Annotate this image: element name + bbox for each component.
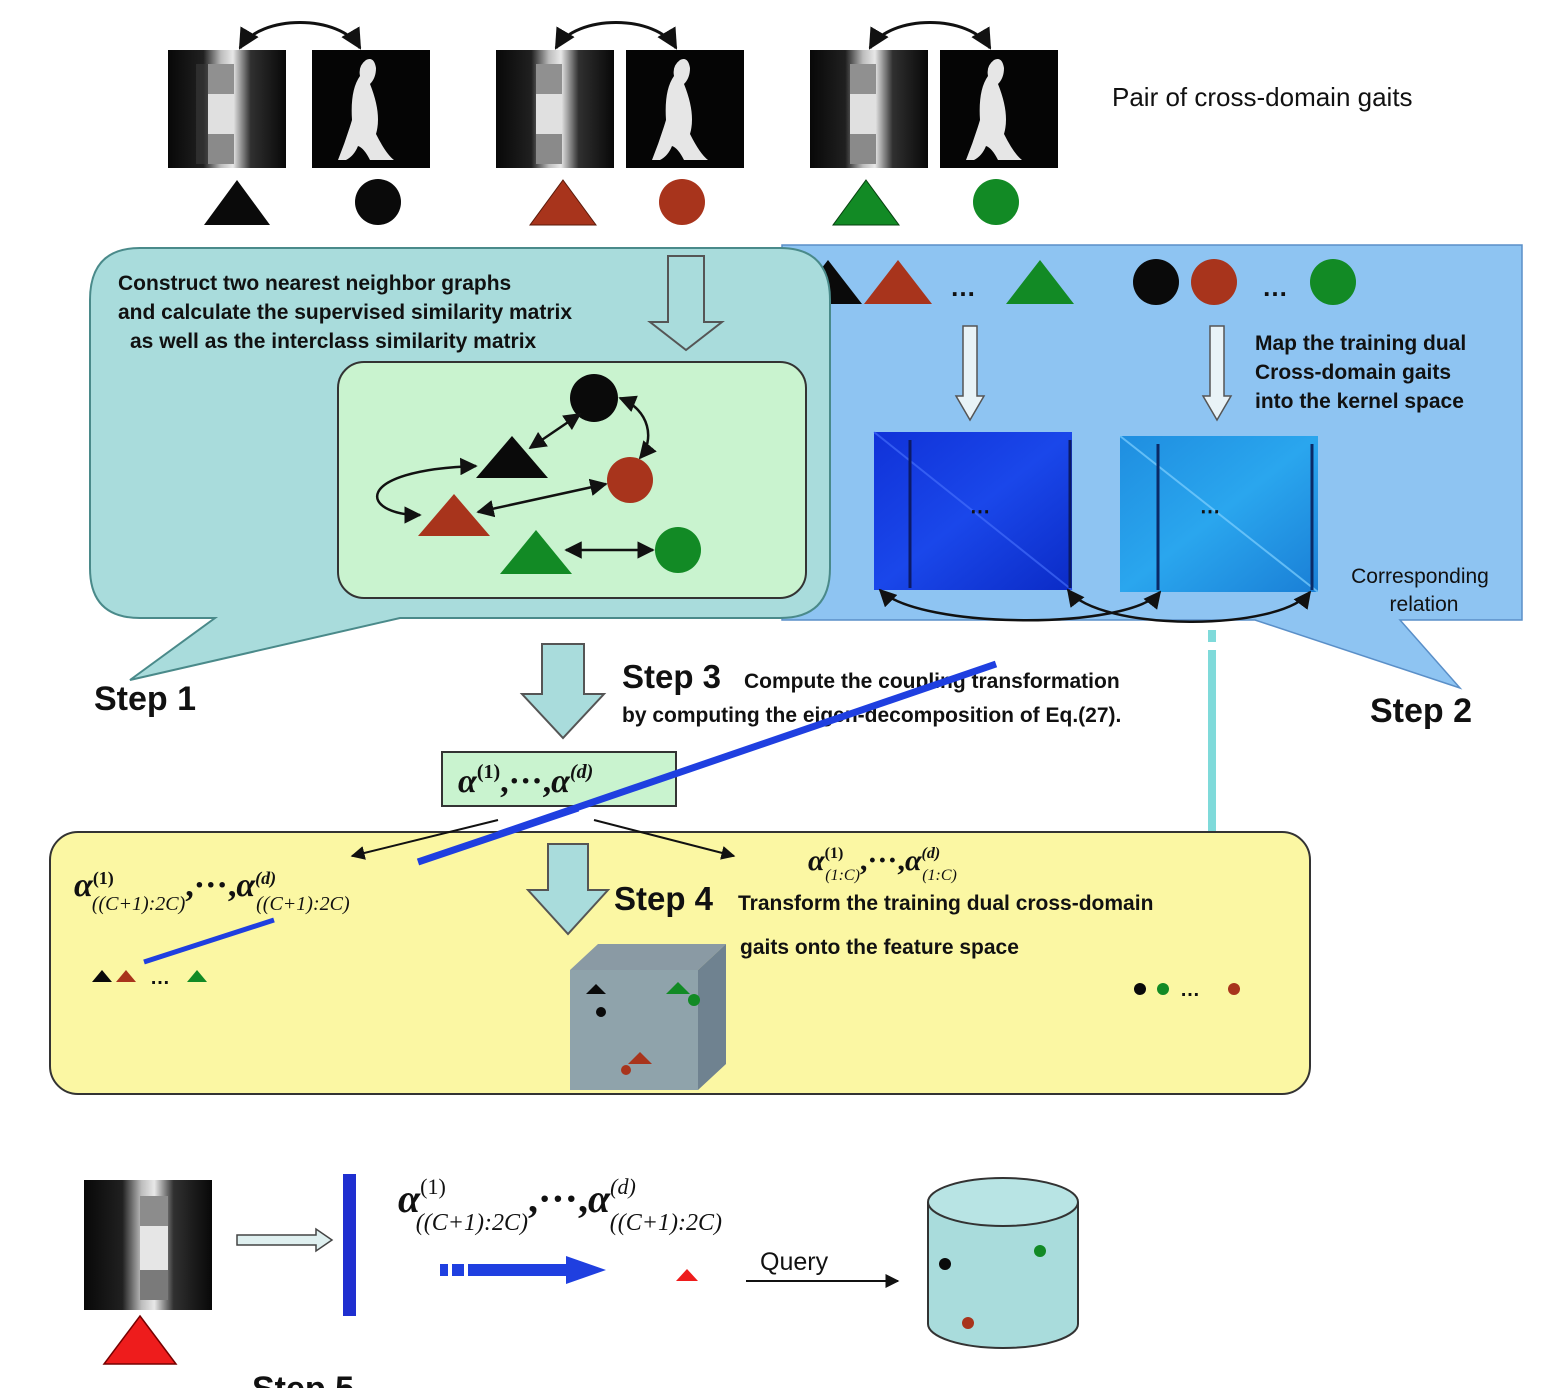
corresponding-label: relation <box>1390 593 1459 616</box>
black-triangle-icon <box>204 180 270 225</box>
alpha-set-formula: α(1),···,α(d) <box>458 761 593 800</box>
corresponding-label: Corresponding <box>1351 565 1489 588</box>
dots: ⋯ <box>1200 501 1220 523</box>
alpha-query-formula: α(1)((C+1):2C),···,α(d)((C+1):2C) <box>398 1174 722 1236</box>
split-arrow <box>593 819 736 860</box>
down-arrow-icon <box>525 843 611 936</box>
ellipsis: … <box>150 967 170 989</box>
down-arrow-icon <box>954 325 986 422</box>
green-triangle-node <box>500 530 572 574</box>
green-triangle-icon <box>187 970 207 982</box>
alpha-box <box>441 751 677 807</box>
gait-pairs-row: Pair of cross-domain gaits <box>168 21 1413 226</box>
feature-vector-bar <box>343 1174 356 1316</box>
gait-pair-1 <box>168 21 430 225</box>
green-triangle-icon <box>832 179 900 226</box>
step2-text-line: Cross-domain gaits <box>1255 361 1451 384</box>
green-circle-icon <box>1310 259 1356 305</box>
query-label: Query <box>760 1248 829 1276</box>
step2-panel: … … Map the training dual Cross-domain g… <box>781 244 1523 690</box>
step4-text-line: Transform the training dual cross-domain <box>738 892 1153 915</box>
brown-triangle-icon <box>529 179 597 226</box>
step1-panel: Construct two nearest neighbor graphs an… <box>89 247 831 681</box>
step2-label: Step 2 <box>1370 692 1472 730</box>
red-triangle-icon <box>102 1314 178 1365</box>
green-triangle-icon <box>1006 260 1074 304</box>
step3-label: Step 3 <box>622 658 721 695</box>
ellipsis: … <box>950 272 976 302</box>
green-circle-icon <box>1157 983 1169 995</box>
black-circle-icon <box>1133 259 1179 305</box>
ellipsis: … <box>1262 272 1288 302</box>
gait-pair-2 <box>496 21 744 226</box>
step2-text-line: into the kernel space <box>1255 390 1464 413</box>
step1-text-line: and calculate the supervised similarity … <box>118 301 572 324</box>
dashed-blue-arrow <box>440 1256 606 1284</box>
split-arrow <box>350 819 499 860</box>
step1-label: Step 1 <box>94 680 196 718</box>
black-triangle-icon <box>92 970 112 982</box>
step4-text-line: gaits onto the feature space <box>740 936 1019 959</box>
feature-space-cube <box>570 944 726 1090</box>
brown-circle-icon <box>1228 983 1240 995</box>
step3-text-line: by computing the eigen-decomposition of … <box>622 704 1121 727</box>
dots: ⋯ <box>970 501 990 523</box>
gallery-database-icon <box>927 1177 1079 1349</box>
green-circle-icon <box>973 179 1019 225</box>
pair-link-arrow <box>238 21 362 50</box>
down-arrow-icon <box>1201 325 1233 422</box>
graph-edge <box>375 457 478 524</box>
graph-edge <box>476 478 608 518</box>
step4-label: Step 4 <box>614 880 714 917</box>
brown-triangle-icon <box>116 970 136 982</box>
pair-caption: Pair of cross-domain gaits <box>1112 82 1413 112</box>
step4-panel: α(1)((C+1):2C),···,α(d)((C+1):2C) α(1)(1… <box>49 804 1311 1095</box>
graph-edge <box>618 395 657 460</box>
brown-circle-icon <box>1191 259 1237 305</box>
ellipsis: … <box>1180 979 1200 1001</box>
step1-text-line: as well as the interclass similarity mat… <box>130 330 537 353</box>
down-arrow-icon <box>647 255 725 352</box>
pair-link-arrow <box>868 21 992 50</box>
black-circle-icon <box>355 179 401 225</box>
brown-circle-node <box>607 457 653 503</box>
black-circle-icon <box>1134 983 1146 995</box>
graph-edge <box>528 412 582 450</box>
green-circle-node <box>655 527 701 573</box>
step5-row: α(1)((C+1):2C),···,α(d)((C+1):2C) Query … <box>84 1174 1079 1388</box>
gait-pair-3 <box>810 21 1058 226</box>
step2-text-line: Map the training dual <box>1255 332 1466 355</box>
step1-text-line: Construct two nearest neighbor graphs <box>118 272 511 295</box>
brown-triangle-icon <box>864 260 932 304</box>
step3-text-line: Compute the coupling transformation <box>744 670 1120 693</box>
projection-line-blue <box>143 917 275 965</box>
brown-circle-icon <box>659 179 705 225</box>
black-circle-node <box>570 374 618 422</box>
right-arrow-icon <box>236 1227 334 1253</box>
correspondence-arc <box>1066 588 1312 623</box>
pair-link-arrow <box>554 21 678 50</box>
step5-label: Step 5 <box>252 1370 354 1388</box>
down-arrow-icon <box>519 643 607 740</box>
black-triangle-node <box>476 436 548 478</box>
red-triangle-icon <box>676 1269 698 1281</box>
